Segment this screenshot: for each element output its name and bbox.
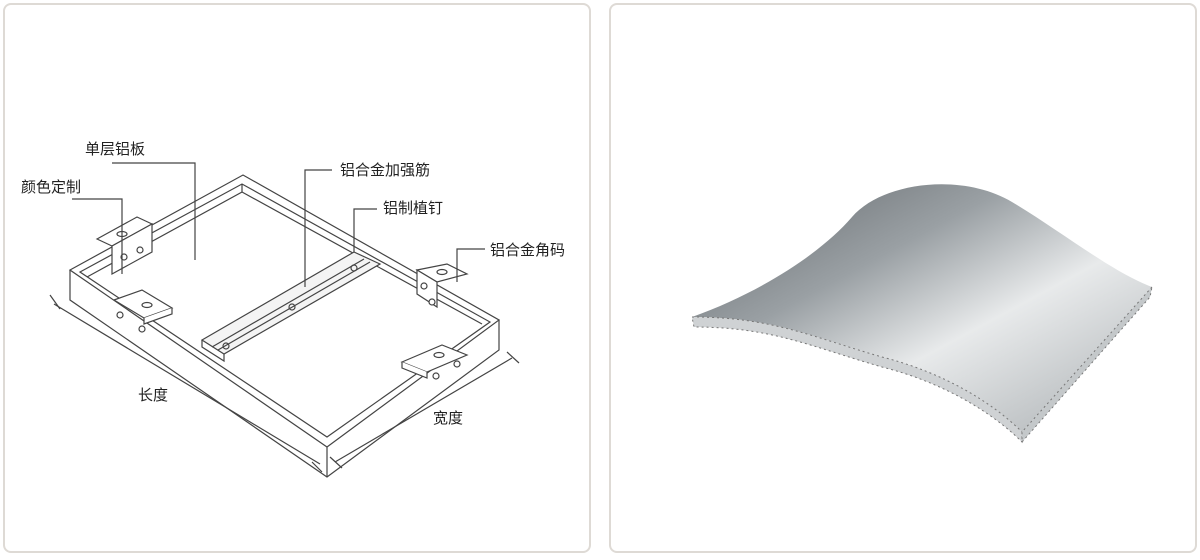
panel-surface (692, 184, 1152, 432)
label-color-custom: 颜色定制 (21, 178, 82, 196)
label-aluminum-stud: 铝制植钉 (383, 199, 444, 217)
corner-bracket (112, 289, 174, 333)
honeycomb-panel-photo (691, 184, 1153, 444)
leader-line (112, 162, 196, 260)
leader-line (353, 208, 377, 252)
panel-structure-diagram (49, 162, 520, 478)
leader-line (72, 198, 123, 274)
corner-bracket (400, 344, 469, 380)
label-width: 宽度 (433, 409, 464, 427)
leader-line (304, 169, 332, 287)
length-dimension (53, 303, 321, 465)
label-alloy-stiffener: 铝合金加强筋 (340, 161, 431, 179)
corner-bracket (415, 263, 469, 309)
diagram-card: 单层铝板 颜色定制 铝合金加强筋 铝制植钉 铝合金角码 长度 宽度 (3, 3, 591, 553)
label-length: 长度 (138, 386, 169, 404)
leader-line (456, 248, 485, 282)
width-dimension (334, 357, 513, 463)
label-single-layer-panel: 单层铝板 (85, 140, 146, 158)
label-alloy-corner-bracket: 铝合金角码 (490, 241, 566, 259)
photo-card (609, 3, 1197, 553)
stiffener (200, 251, 382, 363)
